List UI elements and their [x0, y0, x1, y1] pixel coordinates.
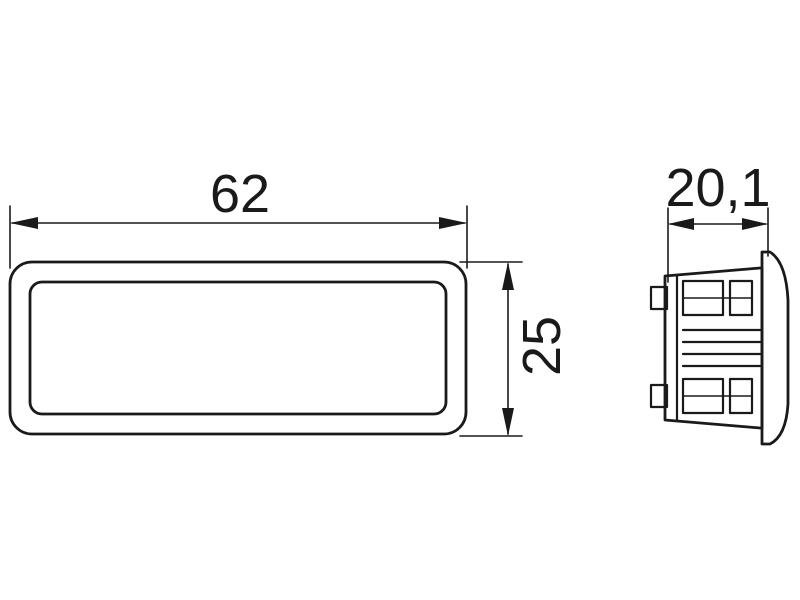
middle-band — [681, 328, 764, 368]
width-arrow-left — [10, 217, 38, 229]
depth-arrow-left — [668, 218, 694, 230]
housing-outer-outline — [8, 260, 468, 436]
height-dimension: 25 — [459, 261, 572, 437]
front-view: 62 25 — [8, 164, 572, 437]
width-dimension: 62 — [9, 164, 468, 269]
housing-body-outline — [663, 266, 764, 430]
width-dimension-label: 62 — [210, 164, 270, 224]
depth-dimension-label: 20,1 — [665, 158, 770, 218]
height-dimension-label: 25 — [512, 316, 572, 376]
height-arrow-bottom — [502, 408, 514, 436]
bezel-outline — [760, 250, 790, 446]
lens-outline — [28, 280, 448, 416]
depth-dimension: 20,1 — [665, 158, 771, 283]
side-view: 20,1 — [649, 158, 790, 446]
depth-arrow-right — [742, 218, 768, 230]
lower-clip — [649, 377, 754, 415]
width-arrow-right — [439, 217, 467, 229]
height-arrow-top — [502, 262, 514, 290]
upper-clip — [649, 279, 754, 317]
